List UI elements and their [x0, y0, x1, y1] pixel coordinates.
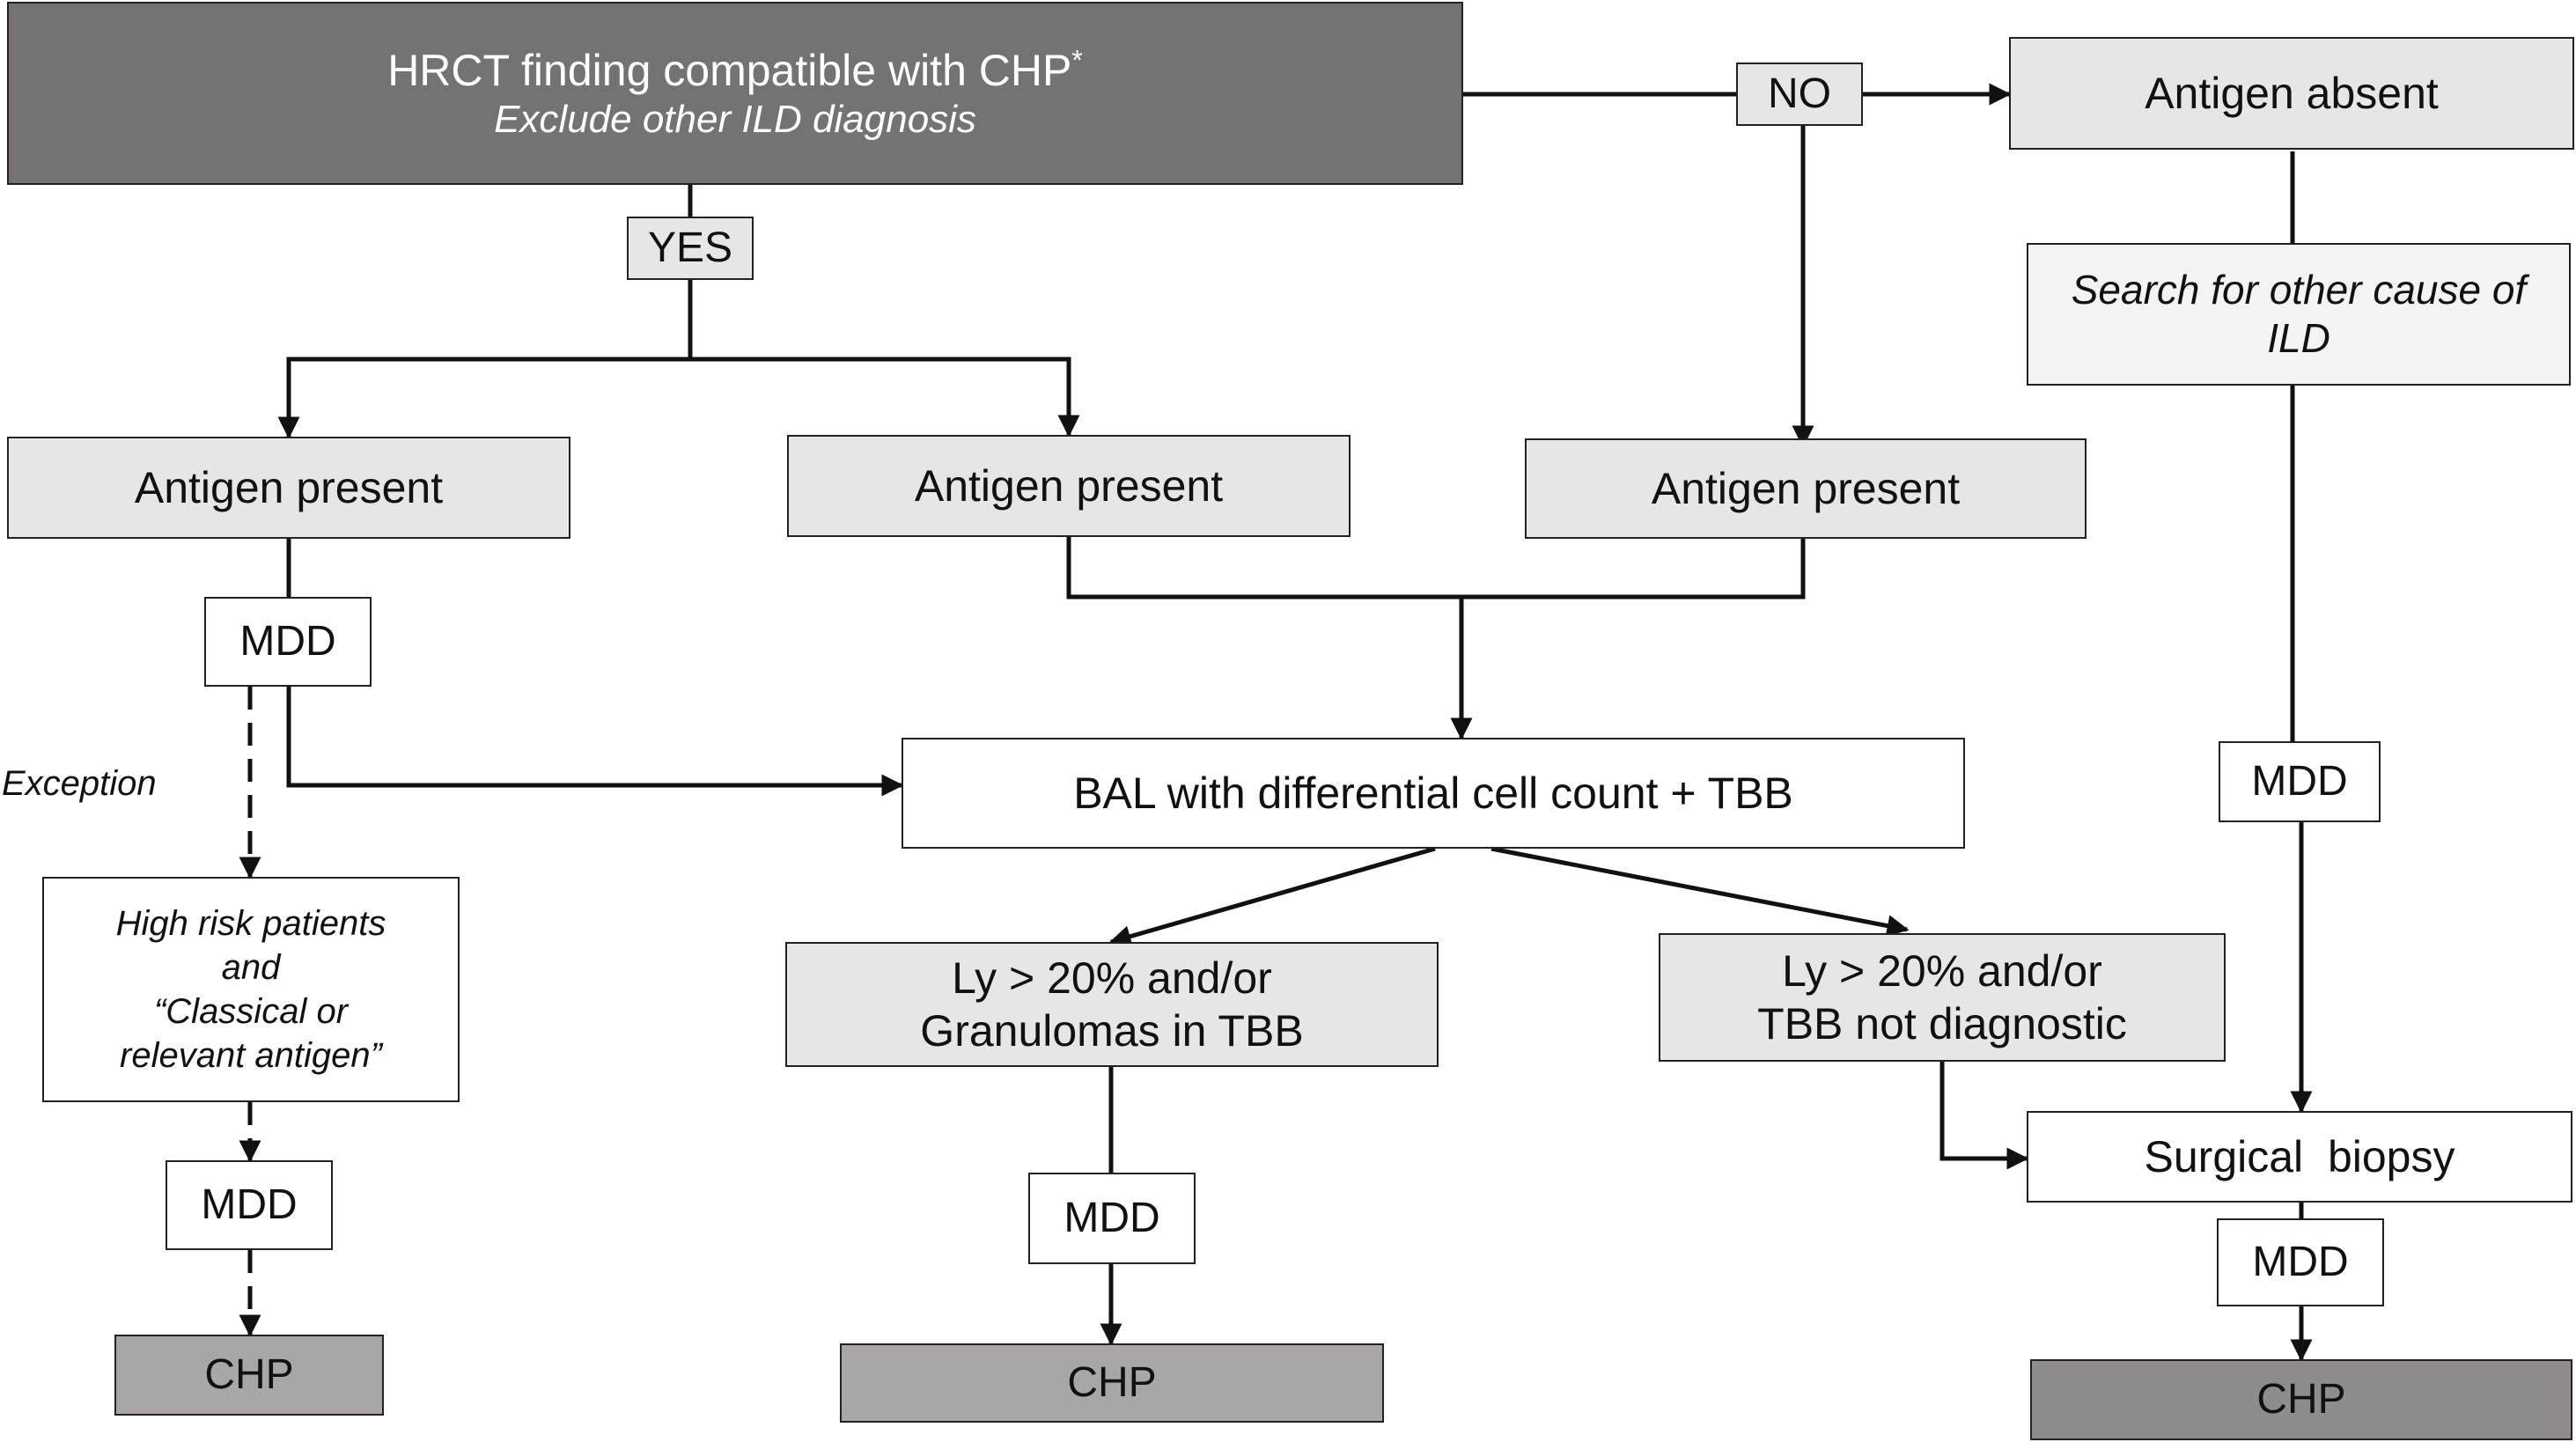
connector-yes-split-right — [690, 357, 1080, 438]
outcome-nondiagnostic-line-1: Ly > 20% and/or — [1782, 946, 2102, 996]
connector-middle-right-merge — [1066, 537, 1806, 600]
outcome-granulomas-line-2: Granulomas in TBB — [920, 1006, 1304, 1056]
antigen-absent: Antigen absent — [2009, 37, 2574, 150]
connector-bal-to-granulomas — [1108, 846, 1436, 947]
outcome-granulomas-line-1: Ly > 20% and/or — [952, 953, 1272, 1003]
mdd-left-bottom: MDD — [166, 1160, 333, 1250]
surgical-biopsy-box: Surgical biopsy — [2027, 1111, 2572, 1203]
hrct-header-box: HRCT finding compatible with CHP* Exclud… — [7, 2, 1463, 185]
antigen-present-right: Antigen present — [1525, 438, 2087, 539]
connector-nondiagnostic-to-biopsy — [1939, 1062, 2029, 1170]
antigen-present-middle: Antigen present — [787, 435, 1351, 537]
asterisk-mark: * — [1071, 43, 1083, 76]
high-risk-line-4: relevant antigen” — [120, 1036, 382, 1075]
chp-left: CHP — [114, 1335, 384, 1416]
connector-bal-to-nondiagnostic — [1490, 846, 1910, 937]
connector-yes-split — [277, 280, 693, 439]
outcome-granulomas: Ly > 20% and/or Granulomas in TBB — [785, 942, 1439, 1067]
outcome-nondiagnostic-line-2: TBB not diagnostic — [1757, 999, 2127, 1048]
hrct-title: HRCT finding compatible with CHP — [387, 45, 1072, 95]
mdd-left-top: MDD — [204, 597, 372, 687]
mdd-right-mid: MDD — [2219, 741, 2381, 822]
antigen-present-left: Antigen present — [7, 437, 570, 539]
high-risk-line-2: and — [221, 948, 281, 987]
hrct-subtitle: Exclude other ILD diagnosis — [494, 97, 976, 141]
outcome-nondiagnostic: Ly > 20% and/or TBB not diagnostic — [1659, 933, 2226, 1062]
high-risk-line-1: High risk patients — [115, 904, 386, 943]
yes-decision: YES — [627, 217, 754, 280]
chp-middle: CHP — [840, 1343, 1384, 1423]
search-other-cause-box: Search for other cause of ILD — [2027, 243, 2571, 386]
mdd-middle: MDD — [1028, 1173, 1196, 1264]
high-risk-box: High risk patients and “Classical or rel… — [42, 877, 460, 1102]
chp-right: CHP — [2030, 1359, 2572, 1440]
high-risk-line-3: “Classical or — [153, 992, 349, 1031]
exception-label: Exception — [2, 764, 157, 803]
connector-mdd-to-bal — [286, 687, 904, 797]
no-decision: NO — [1736, 63, 1863, 126]
mdd-right-bottom: MDD — [2217, 1218, 2384, 1306]
bal-box: BAL with differential cell count + TBB — [902, 738, 1965, 849]
